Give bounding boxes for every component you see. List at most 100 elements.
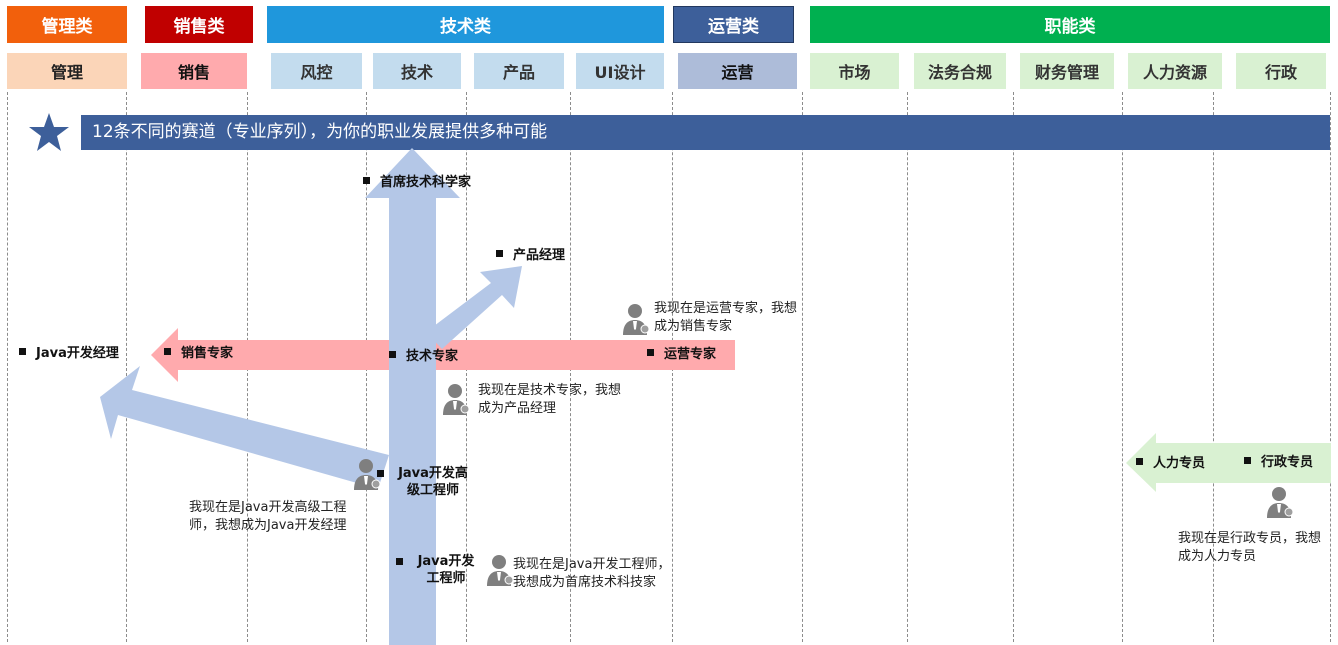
bullet-square (496, 250, 503, 257)
bullet-square (389, 351, 396, 358)
category-label: 技术类 (440, 17, 491, 37)
column-divider (7, 92, 8, 642)
java-manager-arrow (100, 366, 389, 489)
category-operations: 运营类 (673, 6, 794, 43)
sequence-label: 法务合规 (927, 63, 992, 82)
note-tech-to-product: 我现在是技术专家，我想 成为产品经理 (478, 382, 621, 418)
category-label: 职能类 (1044, 17, 1096, 37)
person-icon (623, 304, 650, 335)
sequence-label: 市场 (838, 63, 871, 82)
banner: 12条不同的赛道（专业序列），为你的职业发展提供多种可能 (81, 115, 1330, 150)
category-label: 销售类 (173, 17, 225, 37)
sequence-finance: 财务管理 (1020, 53, 1114, 89)
sequence-label: 管理 (50, 63, 83, 82)
sequence-label: 人力资源 (1142, 63, 1207, 82)
note-line: 我现在是技术专家，我想 (478, 383, 622, 398)
note-line: 成为产品经理 (478, 401, 557, 416)
sequence-admin: 行政 (1236, 53, 1326, 89)
sequence-label: 技术 (400, 63, 433, 82)
bullet-square (1244, 457, 1251, 464)
note-senior-to-manager: 我现在是Java开发高级工程 师，我想成为Java开发经理 (189, 499, 346, 535)
category-functional: 职能类 (810, 6, 1330, 43)
bullet-square (363, 177, 370, 184)
sequence-management: 管理 (7, 53, 127, 89)
sequence-label: 运营 (721, 63, 754, 82)
sales-arrow (151, 328, 735, 382)
position-product-manager: 产品经理 (496, 248, 565, 264)
sequence-legal-compliance: 法务合规 (914, 53, 1006, 89)
position-label: 产品经理 (513, 248, 566, 263)
note-line: 师，我想成为Java开发经理 (189, 518, 347, 533)
sequence-sales: 销售 (141, 53, 247, 89)
sequence-operations: 运营 (678, 53, 797, 89)
position-sales-expert: 销售专家 (164, 346, 233, 362)
note-ops-to-sales: 我现在是运营专家，我想 成为销售专家 (654, 300, 797, 336)
position-hr-specialist: 人力专员 (1136, 456, 1205, 472)
position-label: 行政专员 (1261, 455, 1314, 470)
product-manager-arrow (426, 266, 522, 349)
sequence-label: 财务管理 (1034, 63, 1099, 82)
position-ops-expert: 运营专家 (647, 347, 716, 363)
person-icon (354, 459, 381, 490)
sequence-label: 行政 (1264, 63, 1297, 82)
note-line: 我现在是Java开发高级工程 (189, 500, 347, 515)
star-icon (29, 113, 69, 151)
note-line: 我现在是运营专家，我想 (654, 301, 798, 316)
category-label: 运营类 (708, 17, 759, 37)
note-line: 我想成为首席技术科技家 (513, 575, 657, 590)
person-icon (443, 384, 470, 415)
category-label: 管理类 (41, 17, 93, 37)
position-label: 技术专家 (406, 349, 459, 364)
category-sales: 销售类 (145, 6, 253, 43)
position-tech-expert: 技术专家 (389, 349, 458, 365)
note-line: 我现在是Java开发工程师， (513, 557, 671, 572)
sequence-technology: 技术 (373, 53, 461, 89)
bullet-square (647, 349, 654, 356)
position-admin-specialist: 行政专员 (1244, 455, 1313, 471)
column-divider (1122, 92, 1123, 642)
bullet-square (19, 348, 26, 355)
note-engineer-to-chief: 我现在是Java开发工程师， 我想成为首席技术科技家 (513, 556, 670, 592)
sequence-marketing: 市场 (810, 53, 899, 89)
sequence-product: 产品 (474, 53, 564, 89)
category-management: 管理类 (7, 6, 127, 43)
bullet-square (1136, 458, 1143, 465)
position-label-line: Java开发高 (398, 466, 468, 481)
functional-arrow (1126, 433, 1331, 492)
position-java-engineer: Java开发 工程师 (412, 553, 480, 587)
sequence-ui-design: UI设计 (576, 53, 664, 89)
sequence-label: 销售 (177, 63, 210, 82)
position-label: Java开发经理 (36, 346, 119, 361)
column-divider (907, 92, 908, 642)
note-line: 成为人力专员 (1178, 549, 1257, 564)
bullet-square (396, 558, 403, 565)
category-technology: 技术类 (267, 6, 664, 43)
note-admin-to-hr: 我现在是行政专员，我想 成为人力专员 (1178, 530, 1321, 566)
position-label-line: Java开发 (417, 554, 475, 569)
sequence-label: 产品 (502, 63, 535, 82)
position-label-line: 工程师 (426, 571, 466, 586)
column-divider (1330, 92, 1331, 642)
person-icon (487, 555, 514, 586)
note-line: 成为销售专家 (654, 319, 733, 334)
person-icon (1267, 487, 1294, 518)
position-label: 首席技术科学家 (380, 175, 472, 190)
tech-ladder-arrow (365, 148, 460, 645)
position-java-senior-engineer: Java开发高 级工程师 (392, 465, 474, 499)
sequence-label: UI设计 (594, 63, 646, 82)
position-label: 销售专家 (181, 346, 234, 361)
position-chief-scientist: 首席技术科学家 (363, 175, 471, 191)
sequence-risk-control: 风控 (271, 53, 362, 89)
column-divider (1213, 92, 1214, 642)
bullet-square (377, 470, 384, 477)
position-java-manager: Java开发经理 (19, 346, 119, 362)
note-line: 我现在是行政专员，我想 (1178, 531, 1322, 546)
position-label: 运营专家 (664, 347, 717, 362)
column-divider (126, 92, 127, 642)
position-label: 人力专员 (1153, 456, 1206, 471)
bullet-square (164, 348, 171, 355)
column-divider (802, 92, 803, 642)
column-divider (1013, 92, 1014, 642)
